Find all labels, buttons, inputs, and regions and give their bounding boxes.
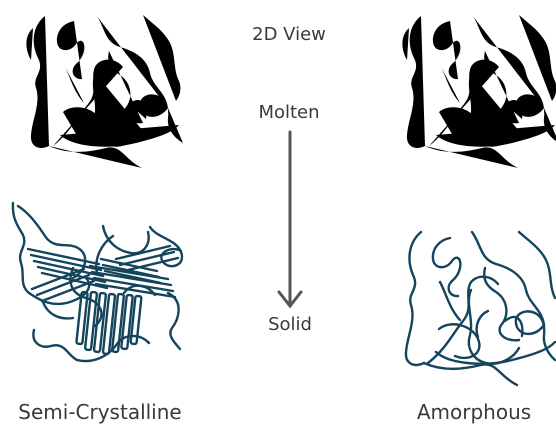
view-label: 2D View <box>252 26 326 44</box>
amorphous-chain-12 <box>505 317 522 336</box>
semicrystalline-amorphous-loop-1 <box>18 206 85 278</box>
molten-polymer-chain-left <box>26 15 183 168</box>
lamella-diagonal-5 <box>120 252 174 265</box>
semicrystalline-amorphous-loop-7 <box>168 293 180 349</box>
amorphous-chain-14 <box>440 282 460 320</box>
amorphous-chain-2 <box>424 363 517 385</box>
amorphous-chain-3 <box>428 277 498 363</box>
molten-semicrystalline-drawing <box>26 15 183 168</box>
semicrystalline-amorphous-loop-4 <box>33 330 77 360</box>
amorphous-chain-11 <box>436 342 555 364</box>
amorphous-chain-4 <box>433 238 460 296</box>
semicrystalline-amorphous-loop-2 <box>13 203 29 293</box>
molten-label: Molten <box>258 104 319 122</box>
cooling-arrow <box>279 132 301 306</box>
solid-semicrystalline-drawing <box>13 203 182 361</box>
solid-amorphous-drawing <box>406 232 555 385</box>
molten-amorphous-drawing <box>402 15 556 168</box>
solid-label: Solid <box>268 316 312 334</box>
amorphous-label: Amorphous <box>417 402 531 422</box>
semi-crystalline-label: Semi-Crystalline <box>18 402 181 422</box>
amorphous-chain-10 <box>439 324 479 358</box>
molten-polymer-chain-right <box>402 15 556 168</box>
amorphous-chain-13 <box>477 311 488 337</box>
vertical-lamella-bundle <box>76 292 141 354</box>
amorphous-chain-1 <box>406 232 424 365</box>
